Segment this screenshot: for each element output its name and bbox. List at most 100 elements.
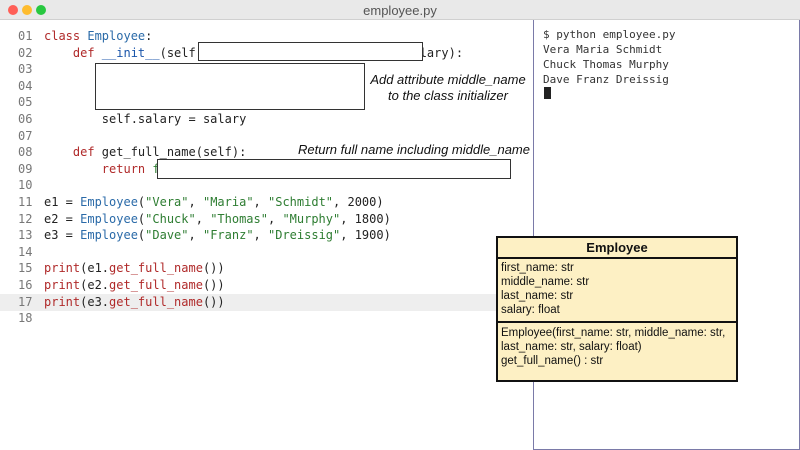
code-line[interactable]: 14 [0, 244, 533, 261]
code-token: print [44, 278, 81, 292]
code-line[interactable]: 13 e3 = Employee("Dave", "Franz", "Dreiss… [0, 227, 533, 244]
code-token: , [188, 228, 203, 243]
code-token: , [188, 195, 203, 209]
code-token: "Vera" [145, 195, 189, 209]
line-number: 02 [18, 45, 33, 60]
line-number: 11 [18, 195, 33, 209]
code-token: (e1. [80, 261, 110, 276]
line-number: 07 [18, 128, 33, 143]
minimize-window-icon[interactable] [22, 5, 32, 15]
code-text: e3 = Employee("Dave", "Franz", "Dreissig… [44, 227, 391, 244]
uml-attribute: salary: float [501, 304, 560, 316]
init-hint-line-2: to the class initializer [388, 88, 508, 103]
code-token: ( [137, 228, 146, 243]
full-name-return-blank[interactable] [157, 159, 511, 179]
terminal-output-line: Dave Franz Dreissig [543, 73, 669, 86]
code-line[interactable]: 03 [0, 61, 533, 78]
init-hint-line-1: Add attribute middle_name [370, 72, 526, 87]
line-number: 12 [18, 211, 33, 226]
uml-class-name: Employee [498, 238, 736, 259]
code-text: print(e3.get_full_name()) [44, 294, 225, 311]
line-number: 13 [18, 228, 33, 243]
code-line[interactable]: 06 self.salary = salary [0, 111, 533, 128]
code-token: : [145, 29, 153, 43]
code-line[interactable]: 01 class Employee: [0, 28, 533, 45]
code-line[interactable]: 10 [0, 177, 533, 194]
code-line[interactable]: 04 [0, 78, 533, 95]
line-number: 10 [18, 178, 33, 193]
code-token: print [44, 261, 81, 276]
init-hint: Add attribute middle_name to the class i… [368, 72, 528, 104]
code-line[interactable]: 17 print(e3.get_full_name()) [0, 293, 533, 311]
line-number: 17 [18, 294, 33, 309]
code-token: , 1800) [340, 211, 391, 226]
uml-attribute: middle_name: str [501, 276, 590, 288]
code-token: "Dave" [145, 228, 189, 243]
line-number: 18 [18, 311, 33, 326]
line-number: 16 [18, 278, 33, 292]
terminal-command: $ python employee.py [543, 28, 676, 41]
code-token: "Thomas" [210, 211, 268, 226]
code-token: def [44, 45, 102, 60]
init-parameter-blank[interactable] [198, 42, 423, 61]
code-token: , [253, 195, 268, 209]
code-line[interactable]: 16 print(e2.get_full_name()) [0, 277, 533, 294]
code-line[interactable]: 11 e1 = Employee("Vera", "Maria", "Schmid… [0, 194, 533, 211]
code-token: e2 = [44, 211, 81, 226]
code-token: print [44, 294, 81, 309]
code-token: __init__ [101, 45, 160, 60]
terminal-output-line: Chuck Thomas Murphy [543, 58, 669, 71]
line-number: 14 [18, 244, 33, 259]
code-token: ( [137, 195, 146, 209]
zoom-window-icon[interactable] [36, 5, 46, 15]
code-token: Employee [87, 29, 146, 43]
code-line[interactable]: 18 [0, 310, 533, 327]
line-number: 15 [18, 261, 33, 276]
code-token: e1 = [44, 195, 81, 209]
code-line[interactable]: 08 def get_full_name(self): [0, 144, 533, 161]
terminal-output-line: Vera Maria Schmidt [543, 43, 663, 56]
code-token: get_full_name [109, 278, 203, 292]
code-token: def [44, 145, 102, 160]
code-token: , 2000) [333, 195, 384, 209]
code-token: "Murphy" [282, 211, 341, 226]
close-window-icon[interactable] [8, 5, 18, 15]
code-token: get_full_name [109, 261, 203, 276]
code-token: "Dreissig" [268, 228, 341, 243]
line-number: 01 [18, 29, 33, 43]
code-token: ()) [202, 278, 225, 292]
code-token: ( [137, 211, 146, 226]
code-text: print(e2.get_full_name()) [44, 277, 225, 294]
line-number: 09 [18, 161, 33, 176]
uml-class-diagram: Employee first_name: str middle_name: st… [496, 236, 738, 382]
init-body-blank[interactable] [95, 63, 365, 110]
code-token: "Franz" [202, 228, 254, 243]
code-token: return [44, 161, 153, 176]
window-titlebar: employee.py [0, 0, 800, 20]
code-text: print(e1.get_full_name()) [44, 260, 225, 277]
terminal-panel[interactable]: $ python employee.py Vera Maria Schmidt … [533, 20, 800, 450]
code-token: , 1900) [340, 228, 391, 243]
uml-attribute: first_name: str [501, 262, 574, 274]
code-text: def get_full_name(self): [44, 144, 246, 161]
code-token: , [267, 211, 283, 226]
code-token: Employee [80, 211, 138, 226]
code-line[interactable]: 05 [0, 94, 533, 111]
code-token: Employee [80, 195, 138, 209]
uml-method: get_full_name() : str [501, 355, 604, 367]
uml-method: Employee(first_name: str, middle_name: s… [501, 327, 726, 339]
uml-attribute: last_name: str [501, 290, 574, 302]
code-text: class Employee: [44, 28, 152, 45]
code-token: "Chuck" [145, 211, 196, 226]
code-line[interactable]: 15 print(e1.get_full_name()) [0, 260, 533, 277]
code-text: e1 = Employee("Vera", "Maria", "Schmidt"… [44, 194, 384, 211]
code-token: "Schmidt" [268, 195, 334, 209]
line-number: 06 [18, 112, 33, 126]
full-name-hint: Return full name including middle_name [298, 142, 530, 157]
terminal-cursor [544, 87, 551, 99]
code-token: get_full_name [101, 145, 196, 160]
line-number: 03 [18, 62, 33, 77]
code-line[interactable]: 07 [0, 128, 533, 145]
window-title: employee.py [363, 3, 437, 18]
